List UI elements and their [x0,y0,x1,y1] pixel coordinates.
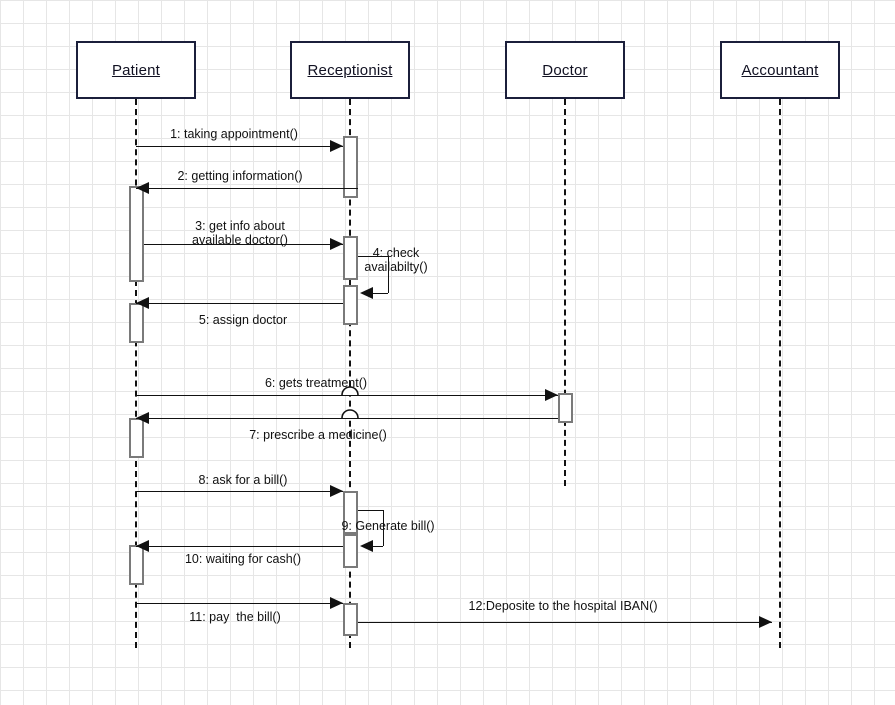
message-4-arrowhead [360,287,373,299]
message-6-label: 6: gets treatment() [264,376,368,390]
message-6-arrowhead [545,389,558,401]
message-7-label: 7: prescribe a medicine() [249,428,387,442]
message-2-label: 2: getting information() [177,169,303,183]
activation-bar-receptionist [343,491,358,534]
message-4-top-segment [358,256,388,257]
message-8-line [136,491,343,492]
message-9-top-segment [358,510,383,511]
message-6-line [136,395,558,396]
message-5-label: 5: assign doctor [198,313,288,327]
message-9-bottom-segment [368,546,383,547]
activation-bar-receptionist [343,236,358,280]
message-9-arrowhead [360,540,373,552]
lifeline-crossing-hop [341,386,359,396]
message-4-label: 4: check availabilty() [364,246,428,274]
lifeline-label-receptionist: Receptionist [307,61,393,79]
message-12-line [358,622,772,623]
message-5-line [136,303,343,304]
activation-bar-patient [129,186,144,282]
lifeline-label-doctor: Doctor [542,61,588,79]
message-5-arrowhead [136,297,149,309]
activation-bar-receptionist [343,136,358,198]
activation-bar-doctor [558,393,573,423]
message-1-line [136,146,343,147]
lifeline-receptionist [349,99,351,648]
activation-bar-receptionist [343,603,358,636]
message-2-line [136,188,358,189]
message-10-arrowhead [136,540,149,552]
message-7-line [136,418,558,419]
message-10-line [136,546,343,547]
lifeline-box-receptionist[interactable]: Receptionist [290,41,410,99]
lifeline-box-accountant[interactable]: Accountant [720,41,840,99]
activation-bar-receptionist [343,285,358,325]
lifeline-doctor [564,99,566,486]
lifeline-crossing-hop [341,409,359,419]
lifeline-label-accountant: Accountant [741,61,819,79]
message-1-arrowhead [330,140,343,152]
message-3-label: 3: get info about available doctor() [192,219,288,247]
lifeline-label-patient: Patient [111,61,161,79]
lifeline-patient [135,99,137,648]
message-3-line [144,244,343,245]
lifeline-accountant [779,99,781,648]
message-12-arrowhead [759,616,772,628]
lifeline-box-doctor[interactable]: Doctor [505,41,625,99]
message-2-arrowhead [136,182,149,194]
message-9-label: 9: Generate bill() [341,519,435,533]
message-8-arrowhead [330,485,343,497]
message-4-vertical-segment [388,256,389,293]
message-4-bottom-segment [368,293,388,294]
message-11-line [136,603,343,604]
activation-bar-patient [129,418,144,458]
message-12-label: 12:Deposite to the hospital IBAN() [468,599,658,613]
message-1-label: 1: taking appointment() [170,127,298,141]
message-10-label: 10: waiting for cash() [184,552,302,566]
lifeline-box-patient[interactable]: Patient [76,41,196,99]
activation-bar-patient [129,303,144,343]
message-11-label: 11: pay the bill() [189,610,281,624]
message-3-arrowhead [330,238,343,250]
message-8-label: 8: ask for a bill() [198,473,288,487]
message-7-arrowhead [136,412,149,424]
message-9-vertical-segment [383,510,384,546]
message-11-arrowhead [330,597,343,609]
activation-bar-receptionist [343,534,358,568]
